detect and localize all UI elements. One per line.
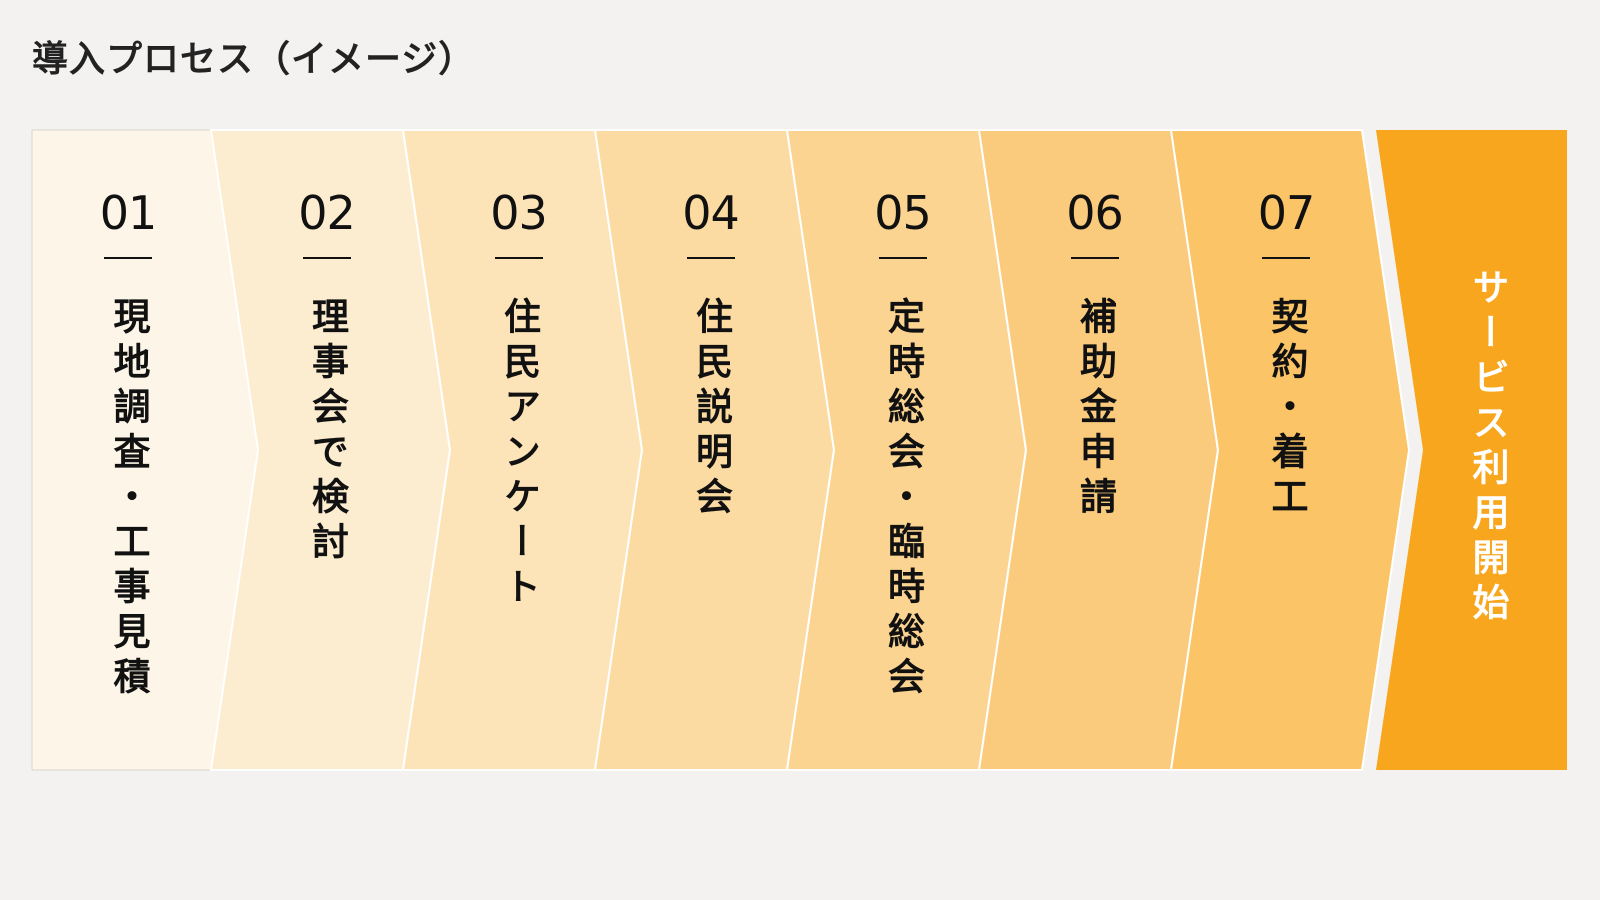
step-divider <box>686 257 735 259</box>
step-label: 住民アンケート <box>497 297 541 612</box>
step-divider <box>494 257 543 259</box>
step-number: 01 <box>99 186 158 240</box>
step-01: 01 現地調査・工事見積 <box>68 185 188 702</box>
step-number: 04 <box>682 186 740 240</box>
final-step-block <box>1376 130 1567 770</box>
step-number: 05 <box>874 186 932 240</box>
step-divider <box>878 257 927 259</box>
step-05: 05 定時総会・臨時総会 <box>843 185 963 702</box>
step-label: 住民説明会 <box>689 297 733 522</box>
step-chevron-07 <box>1169 129 1411 771</box>
final-step: サービス利用開始 <box>1447 268 1527 628</box>
step-divider <box>1070 257 1119 259</box>
step-label: 契約・着工 <box>1265 297 1308 522</box>
step-divider <box>302 257 351 259</box>
step-label: 理事会で検討 <box>305 297 349 567</box>
step-number: 02 <box>298 186 356 240</box>
step-label: 定時総会・臨時総会 <box>881 297 925 702</box>
final-step-label: サービス利用開始 <box>1466 268 1509 628</box>
step-07: 07 契約・着工 <box>1226 185 1346 522</box>
step-06: 06 補助金申請 <box>1035 185 1155 522</box>
step-04: 04 住民説明会 <box>651 185 771 522</box>
page-title: 導入プロセス（イメージ） <box>32 39 476 80</box>
step-number: 07 <box>1257 186 1316 240</box>
step-label: 現地調査・工事見積 <box>107 297 150 702</box>
step-divider <box>1262 257 1310 259</box>
step-divider <box>104 257 152 259</box>
step-02: 02 理事会で検討 <box>267 185 387 567</box>
step-number: 03 <box>490 186 548 240</box>
step-label: 補助金申請 <box>1073 297 1117 522</box>
step-number: 06 <box>1066 186 1124 240</box>
step-03: 03 住民アンケート <box>459 185 579 612</box>
